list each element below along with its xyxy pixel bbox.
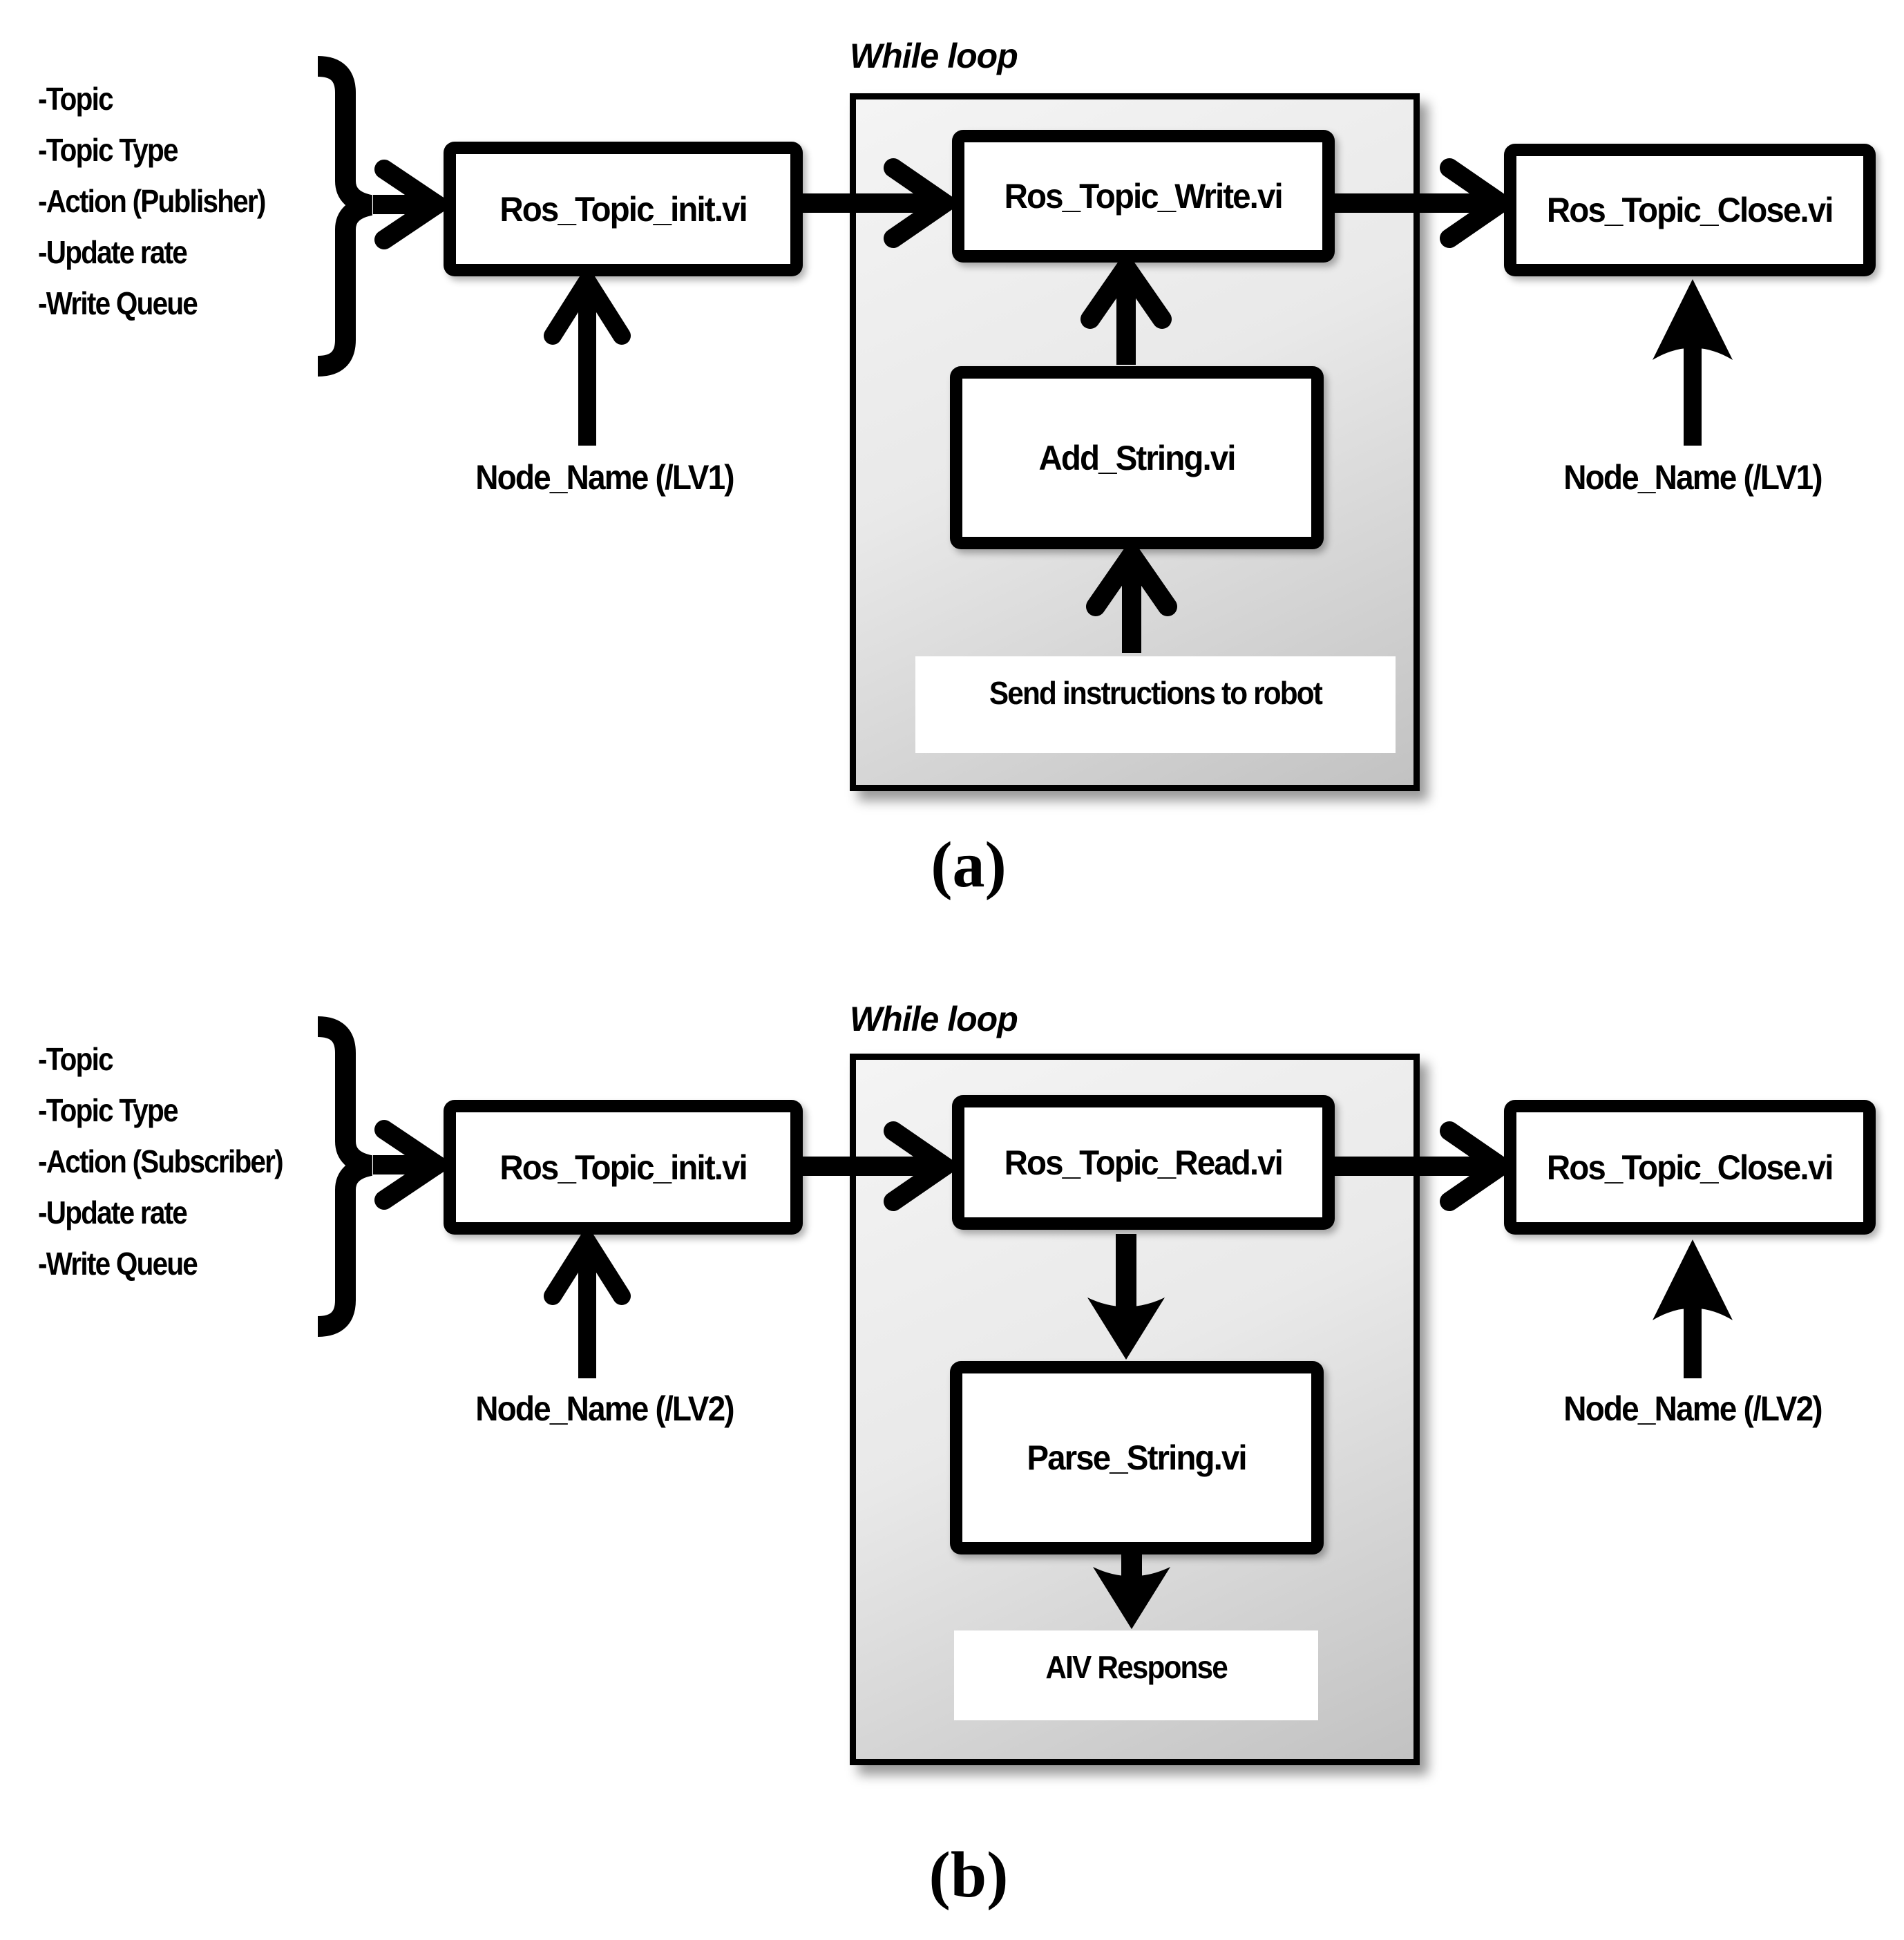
arrow-nodename-to-init-b: [544, 1224, 631, 1378]
wire-write-to-close-a: [1335, 158, 1518, 248]
arrow-inputs-to-init-a: [373, 160, 455, 249]
node-name-init-label-a: Node_Name (/LV1): [475, 458, 734, 497]
wire-init-to-write-a: [803, 158, 962, 248]
arrow-nodename-to-close-a: [1653, 279, 1733, 446]
input-brace-a: [317, 56, 373, 377]
input-item: -Topic: [38, 1041, 114, 1077]
ros-topic-init-box-a: Ros_Topic_init.vi: [444, 142, 803, 276]
ros-topic-read-box-b: Ros_Topic_Read.vi: [952, 1095, 1335, 1230]
ros-topic-init-box-b: Ros_Topic_init.vi: [444, 1100, 803, 1235]
ros-topic-close-label-b: Ros_Topic_Close.vi: [1547, 1148, 1834, 1187]
arrow-inputs-to-init-b: [373, 1120, 455, 1210]
arrow-nodename-to-init-a: [544, 264, 631, 446]
input-item: -Action (Publisher): [38, 183, 266, 219]
add-string-label-a: Add_String.vi: [1038, 438, 1236, 477]
ros-topic-write-box-a: Ros_Topic_Write.vi: [952, 130, 1335, 263]
send-instructions-label-a: Send instructions to robot: [989, 675, 1323, 711]
while-loop-label-b: While loop: [850, 1000, 1018, 1038]
wire-init-to-read-b: [803, 1121, 962, 1211]
arrow-addstring-to-write-a: [1080, 250, 1172, 365]
wire-read-to-close-b: [1335, 1121, 1518, 1211]
input-item: -Topic: [38, 81, 114, 117]
node-name-close-label-b: Node_Name (/LV2): [1563, 1389, 1822, 1428]
node-name-close-label-a: Node_Name (/LV1): [1563, 458, 1822, 497]
arrow-read-to-parse-b: [1087, 1234, 1165, 1360]
parse-string-box-b: Parse_String.vi: [950, 1361, 1324, 1554]
input-item: -Update rate: [38, 1195, 188, 1230]
ros-topic-read-label-b: Ros_Topic_Read.vi: [1004, 1143, 1284, 1182]
aiv-response-label-b: AIV Response: [1045, 1649, 1228, 1685]
arrow-nodename-to-close-b: [1653, 1239, 1733, 1378]
send-instructions-box-a: Send instructions to robot: [915, 656, 1396, 753]
input-list-a: -Topic -Topic Type -Action (Publisher) -…: [38, 73, 296, 329]
add-string-box-a: Add_String.vi: [950, 366, 1324, 549]
panel-caption-b: (b): [929, 1839, 1009, 1911]
input-item: -Topic Type: [38, 1092, 179, 1128]
input-item: -Write Queue: [38, 1246, 198, 1282]
ros-topic-close-box-b: Ros_Topic_Close.vi: [1504, 1100, 1876, 1235]
panel-caption-a: (a): [931, 829, 1007, 901]
input-item: -Write Queue: [38, 285, 198, 321]
input-item: -Action (Subscriber): [38, 1143, 284, 1179]
connector-layer-a: [317, 56, 1733, 653]
input-list-b: -Topic -Topic Type -Action (Subscriber) …: [38, 1034, 316, 1289]
ros-topic-init-label-b: Ros_Topic_init.vi: [499, 1148, 748, 1187]
input-item: -Topic Type: [38, 132, 179, 168]
ros-topic-init-label-a: Ros_Topic_init.vi: [499, 189, 748, 229]
aiv-response-box-b: AIV Response: [954, 1630, 1318, 1720]
ros-topic-close-box-a: Ros_Topic_Close.vi: [1504, 144, 1876, 276]
arrow-parse-to-aiv-b: [1093, 1554, 1170, 1629]
ros-topic-close-label-a: Ros_Topic_Close.vi: [1547, 191, 1834, 229]
ros-topic-write-label-a: Ros_Topic_Write.vi: [1004, 177, 1284, 216]
arrow-send-to-addstring-a: [1086, 538, 1177, 653]
input-brace-b: [317, 1016, 373, 1337]
parse-string-label-b: Parse_String.vi: [1027, 1438, 1248, 1477]
node-name-init-label-b: Node_Name (/LV2): [475, 1389, 734, 1428]
while-loop-label-a: While loop: [850, 37, 1018, 75]
input-item: -Update rate: [38, 234, 188, 270]
